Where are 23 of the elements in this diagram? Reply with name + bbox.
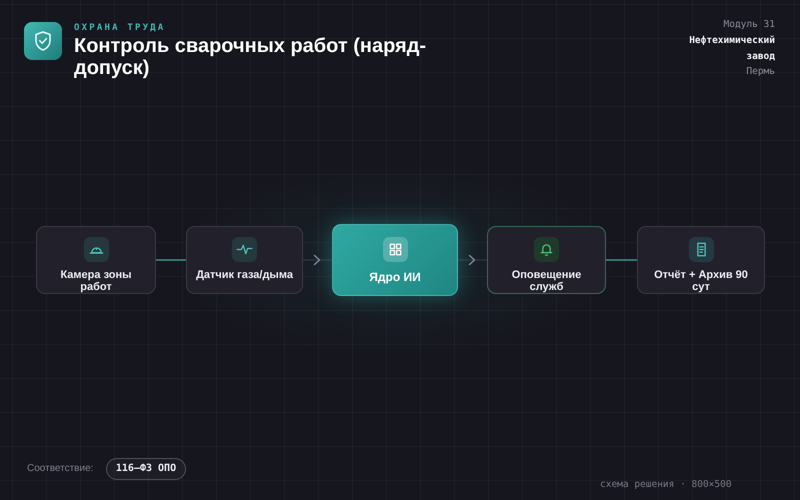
node-label: Отчёт + Архив 90 сут <box>653 269 749 293</box>
node-label: Ядро ИИ <box>368 270 422 284</box>
connector-line <box>606 259 637 261</box>
subtitle: ОХРАНА ТРУДА <box>74 23 166 34</box>
process-box <box>637 226 765 294</box>
process-box <box>186 226 303 294</box>
arrow <box>458 254 487 266</box>
title: Контроль сварочных работ (наряд-допуск) <box>74 35 428 79</box>
node-label: Оповещение служб <box>510 269 582 293</box>
process-box <box>332 224 458 296</box>
meta-text: Нефтехимический завод <box>688 34 775 64</box>
node-label: Датчик газа/дыма <box>195 269 294 281</box>
meta-text: Модуль 31 <box>722 18 775 32</box>
connector-line <box>156 259 186 261</box>
node-label: Камера зоны работ <box>59 269 133 293</box>
node-label: 116–ФЗ ОПО <box>116 463 176 475</box>
process-box <box>487 226 606 294</box>
tag-pill <box>106 458 186 480</box>
footer-text: схема решения · 800×500 <box>600 479 732 491</box>
arrow <box>303 254 332 266</box>
field-label: Соответствие: <box>27 463 94 475</box>
process-box <box>36 226 156 294</box>
meta-text: Пермь <box>745 65 775 79</box>
